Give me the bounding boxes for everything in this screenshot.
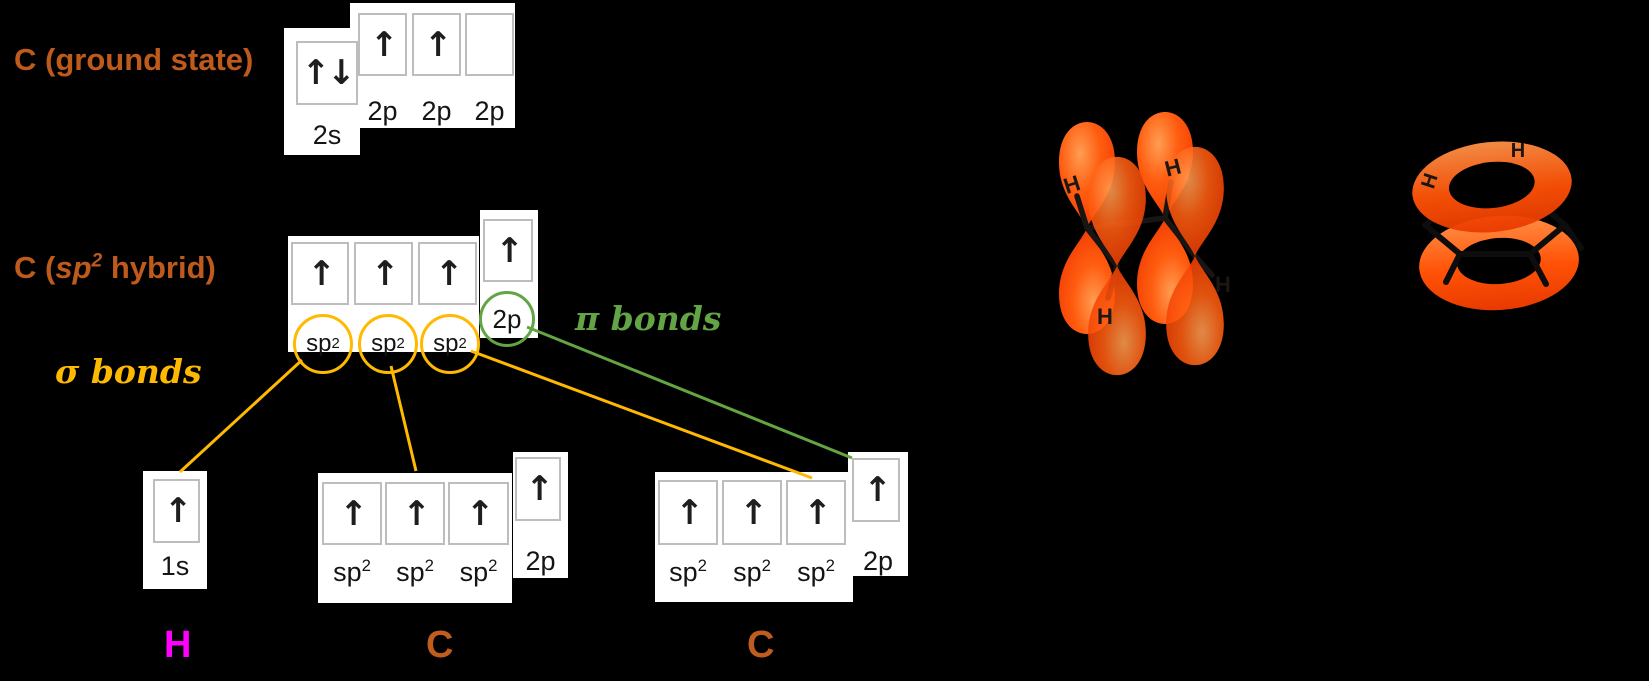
orbital-label-2p-2: 2p [421, 96, 452, 126]
orbital-label-2p-1: 2p [367, 96, 398, 126]
orbital-box-c1-sp2-2: ↑ [385, 482, 445, 545]
pi-line-to-c2 [526, 325, 853, 460]
element-label-carbon-2: C [747, 624, 775, 666]
orbital-label-2s: 2s [312, 120, 342, 150]
sigma-bonds-label: σ bonds [55, 352, 202, 391]
orbital-box-c2-sp2-1: ↑ [658, 480, 718, 545]
orbital-box-c2-sp2-2: ↑ [722, 480, 782, 545]
orbital-box-2p-1: ↑ [358, 13, 407, 76]
ground-state-title: C (ground state) [14, 42, 254, 77]
h-atom-label: H [1162, 153, 1183, 181]
lower-pi-torus [1419, 215, 1579, 311]
orbital-label-c1-sp2-1: sp2 [333, 556, 371, 587]
h-atom-label: H [1097, 304, 1113, 329]
orbital-box-2p-2: ↑ [412, 13, 461, 76]
upper-pi-torus [1412, 141, 1572, 233]
h-atom-label: H [1215, 272, 1231, 297]
orbital-box-c1-sp2-1: ↑ [322, 482, 382, 545]
orbital-label-c2-2p: 2p [862, 546, 894, 576]
pi-orbital-circle: 2p [479, 291, 535, 347]
orbital-box-2p-3 [465, 13, 514, 76]
orbital-box-hybrid-sp2-3: ↑ [418, 242, 477, 305]
orbital-label-c2-sp2-2: sp2 [733, 556, 771, 587]
orbital-box-hybrid-sp2-1: ↑ [291, 242, 349, 305]
orbital-label-c1-sp2-2: sp2 [396, 556, 434, 587]
h-atom-label: H [1417, 171, 1442, 192]
benzene-pi-torus-illustration: H H [1412, 140, 1584, 311]
orbital-label-2p-3: 2p [474, 96, 505, 126]
orbital-box-h-1s: ↑ [153, 479, 200, 543]
h-atom-label: H [1060, 170, 1083, 199]
orbital-label-h-1s: 1s [160, 551, 190, 581]
orbital-box-hybrid-sp2-2: ↑ [354, 242, 413, 305]
orbital-box-c1-2p: ↑ [515, 457, 561, 521]
element-label-hydrogen: H [164, 624, 192, 666]
orbital-box-hybrid-2p: ↑ [483, 219, 533, 282]
orbital-box-c2-sp2-3: ↑ [786, 480, 846, 545]
sigma-line-to-c1 [389, 365, 418, 472]
orbital-box-c2-2p: ↑ [852, 458, 900, 522]
pi-bonds-label: π bonds [575, 299, 722, 338]
hybrid-state-title: C (sp2 hybrid) [14, 250, 216, 285]
h-atom-label: H [1511, 140, 1525, 162]
p-orbitals-molecule-illustration: H H H H [1059, 112, 1231, 376]
orbital-label-c1-sp2-3: sp2 [459, 556, 498, 587]
orbital-label-c2-sp2-3: sp2 [797, 556, 835, 587]
orbital-label-c1-2p: 2p [525, 546, 556, 576]
orbital-box-c1-sp2-3: ↑ [448, 482, 509, 545]
orbital-box-2s: ↑↓ [296, 41, 358, 105]
element-label-carbon-1: C [426, 624, 454, 666]
orbital-label-c2-sp2-1: sp2 [669, 556, 707, 587]
